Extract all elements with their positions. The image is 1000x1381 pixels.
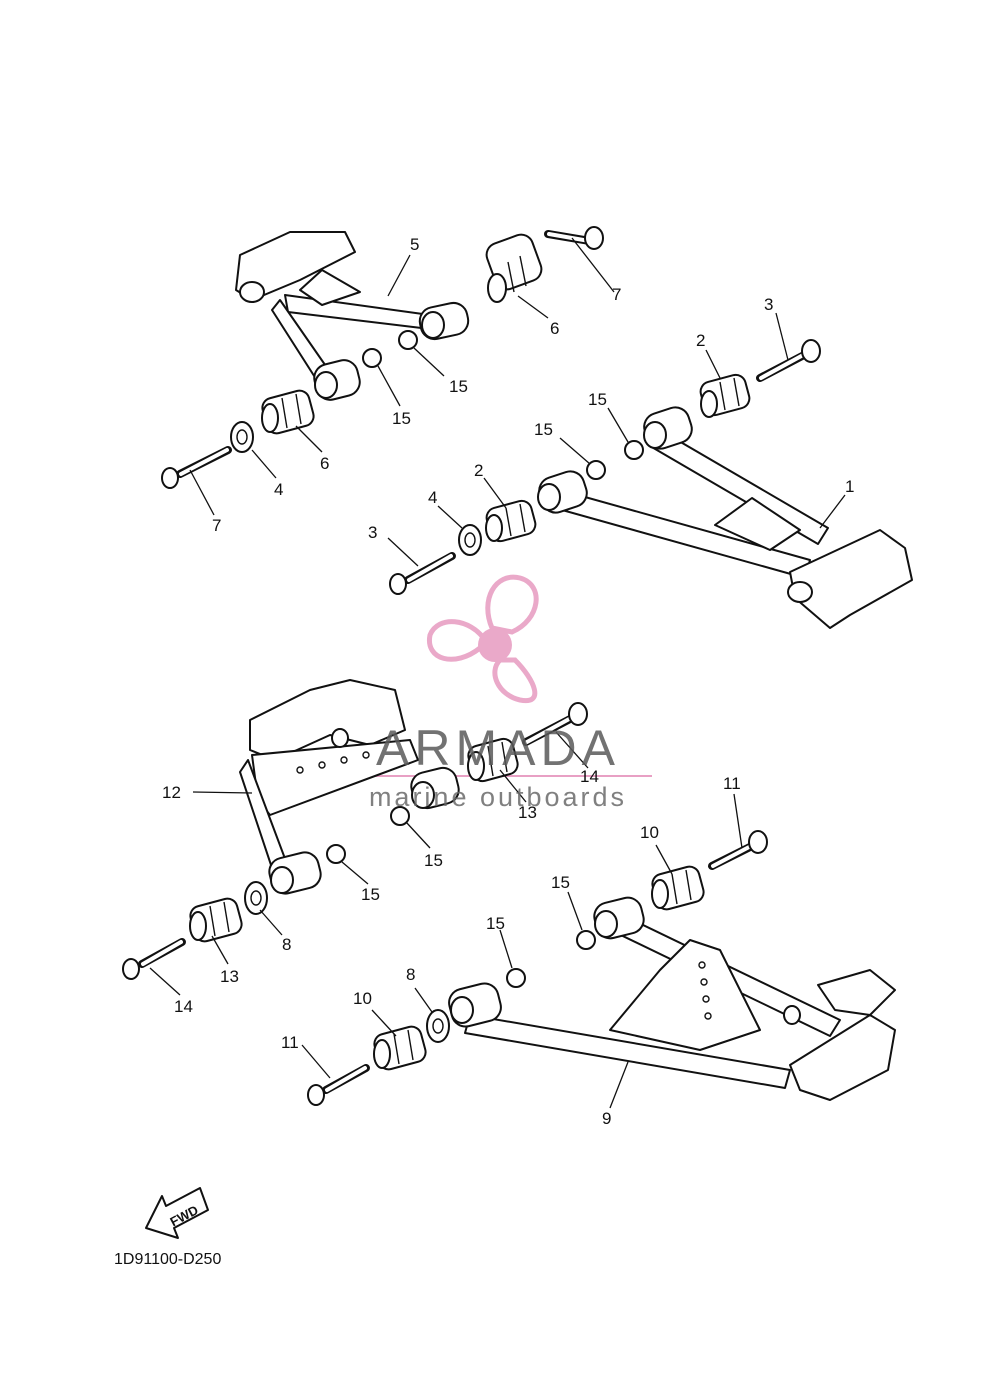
callout-4: 4 — [428, 488, 437, 507]
callout-11: 11 — [281, 1033, 299, 1052]
bushing-10-left — [373, 1025, 427, 1071]
upper-arm-5 — [235, 231, 470, 401]
nut-15-h — [506, 968, 526, 988]
callout-6: 6 — [550, 319, 559, 338]
propeller-blade-left — [427, 619, 488, 662]
propeller-blade-top — [485, 574, 539, 635]
callout-5: 5 — [410, 235, 419, 254]
callout-15: 15 — [486, 914, 505, 933]
armada-watermark: ARMADA marine outboards — [369, 720, 627, 812]
nut-15-a — [398, 330, 418, 350]
callout-2: 2 — [474, 461, 483, 480]
bolt-3-right — [756, 339, 821, 382]
callout-15: 15 — [392, 409, 411, 428]
callout-12: 12 — [162, 783, 181, 802]
holes-column — [698, 961, 712, 1020]
watermark-subtitle: marine outboards — [369, 782, 627, 812]
washer-8-upper — [244, 881, 268, 915]
callout-15: 15 — [449, 377, 468, 396]
callout-15: 15 — [534, 420, 553, 439]
callout-13: 13 — [220, 967, 239, 986]
nut-15-f — [326, 844, 346, 864]
washer-4-lower — [458, 524, 482, 556]
nut-15-e — [390, 806, 410, 826]
callout-8: 8 — [282, 935, 291, 954]
watermark-title: ARMADA — [376, 720, 620, 776]
bolt-7-left — [161, 446, 232, 489]
bushing-10-right — [651, 865, 705, 911]
propeller-blade-right — [492, 657, 538, 704]
callout-1: 1 — [845, 477, 854, 496]
callout-15: 15 — [588, 390, 607, 409]
propeller-hub — [478, 628, 512, 662]
callout-10: 10 — [640, 823, 659, 842]
holes-row — [296, 751, 370, 774]
callout-6: 6 — [320, 454, 329, 473]
callout-2: 2 — [696, 331, 705, 350]
nut-15-g — [576, 930, 596, 950]
callout-7: 7 — [212, 516, 221, 535]
bolt-11-right — [708, 830, 768, 870]
nut-15-d — [624, 440, 644, 460]
callout-3: 3 — [764, 295, 773, 314]
callout-15: 15 — [551, 873, 570, 892]
lower-arm-9 — [448, 896, 896, 1101]
bushing-2-right — [699, 373, 751, 418]
callout-11: 11 — [723, 774, 741, 793]
fwd-arrow-icon: FWD — [145, 1187, 209, 1239]
bushing-6-left — [261, 389, 315, 435]
bushing-13-right — [467, 737, 519, 783]
callout-3: 3 — [368, 523, 377, 542]
washer-4-upper — [230, 421, 254, 453]
washer-8-lower — [426, 1009, 450, 1043]
callout-15: 15 — [424, 851, 443, 870]
callout-7: 7 — [612, 285, 621, 304]
callout-4: 4 — [274, 480, 283, 499]
lower-arm-1 — [537, 406, 913, 629]
bolt-14-right — [522, 702, 588, 746]
diagram-code: 1D91100-D250 — [114, 1251, 221, 1268]
nut-15-c — [586, 460, 606, 480]
bushing-6-right — [485, 233, 543, 303]
callout-10: 10 — [353, 989, 372, 1008]
callout-15: 15 — [361, 885, 380, 904]
nut-15-b — [362, 348, 382, 368]
callout-14: 14 — [580, 767, 599, 786]
bolt-14-left — [122, 938, 186, 980]
callout-8: 8 — [406, 965, 415, 984]
bolt-7-right — [544, 226, 604, 250]
leader-lines — [149, 237, 846, 1109]
callout-14: 14 — [174, 997, 193, 1016]
callout-9: 9 — [602, 1109, 611, 1128]
callout-labels: 1 2 2 3 3 4 4 5 6 6 7 7 8 8 9 10 10 11 1… — [162, 235, 854, 1128]
armada-logo — [427, 574, 539, 704]
bolt-3-left — [389, 552, 456, 595]
bushing-13-left — [189, 897, 243, 943]
bushing-2-left — [485, 499, 537, 543]
bolt-11-left — [307, 1064, 370, 1106]
callout-13: 13 — [518, 803, 537, 822]
upper-arm-12 — [239, 679, 460, 895]
